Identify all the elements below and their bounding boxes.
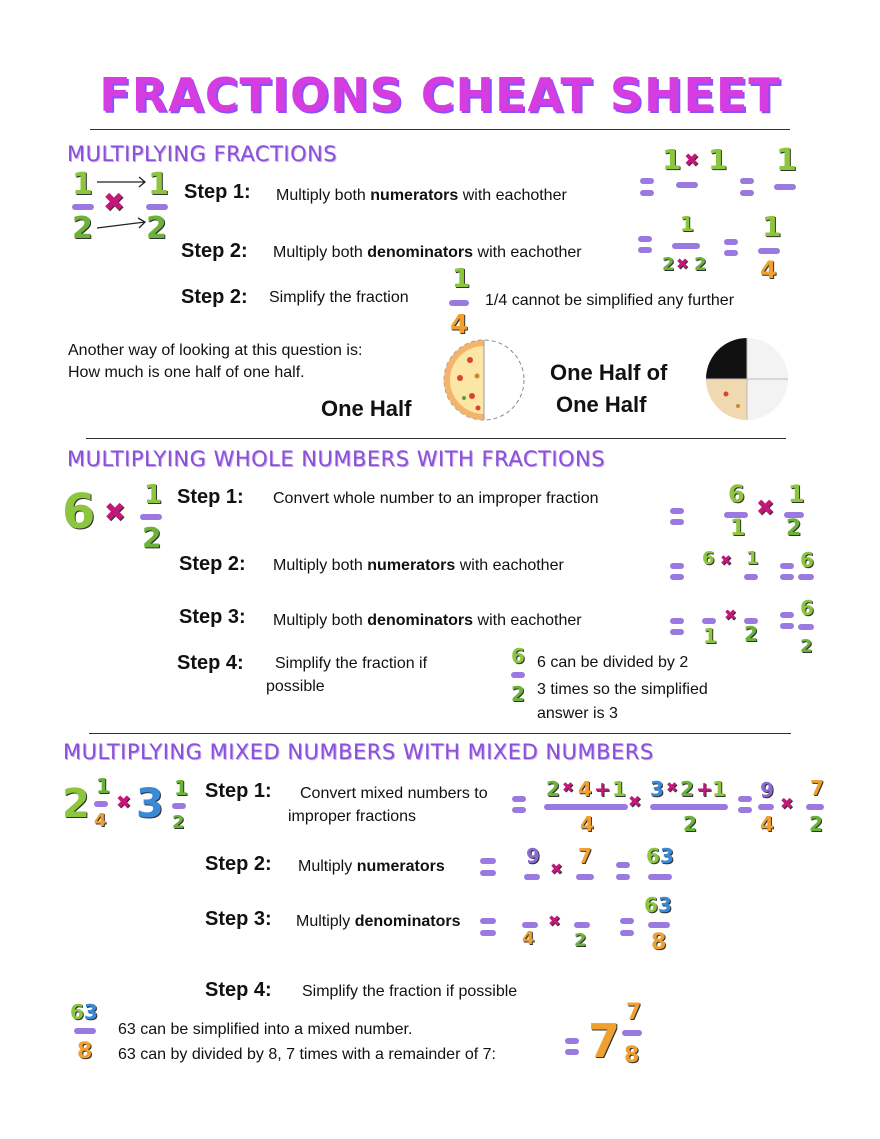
divider <box>90 129 790 130</box>
step-1-label: Step 1: <box>184 181 251 203</box>
simplify-note-2: 3 times so the simplified <box>537 681 708 698</box>
step-2-label: Step 2: <box>181 240 248 262</box>
step-1-text: Multiply both numerators with eachother <box>276 187 567 204</box>
pizza-half-image <box>443 339 525 421</box>
step-4-text-2: possible <box>266 678 325 695</box>
step-3-label: Step 3: <box>179 606 246 628</box>
step-4-label: Step 4: <box>177 652 244 674</box>
step-4-label: Step 4: <box>205 979 272 1001</box>
step-3-label: Step 2: <box>181 286 248 308</box>
one-half-label: One Half <box>321 396 412 421</box>
section-heading-whole-numbers: MULTIPLYING WHOLE NUMBERS WITH FRACTIONS <box>67 447 606 471</box>
pizza-quarter-image <box>706 338 788 420</box>
another-way-line-2: How much is one half of one half. <box>68 364 305 381</box>
final-note-2: 63 can by divided by 8, 7 times with a r… <box>118 1046 496 1063</box>
simplify-note-3: answer is 3 <box>537 705 618 722</box>
page-title: FRACTIONS CHEAT SHEET <box>99 68 781 122</box>
section-heading-multiplying-fractions: MULTIPLYING FRACTIONS <box>67 142 338 166</box>
step-2-text: Multiply both numerators with eachother <box>273 557 564 574</box>
half-of-half-line-2: One Half <box>556 392 647 417</box>
step-4-text-1: Simplify the fraction if <box>275 655 428 672</box>
step-1-text-1: Convert mixed numbers to <box>300 785 488 802</box>
half-of-half-line-1: One Half of <box>550 360 668 385</box>
another-way-line-1: Another way of looking at this question … <box>68 342 363 359</box>
step-3-text: Multiply both denominators with eachothe… <box>273 612 582 629</box>
step-1-label: Step 1: <box>177 486 244 508</box>
step-2-label: Step 2: <box>205 853 272 875</box>
step-3-label: Step 3: <box>205 908 272 930</box>
arrow-icon <box>96 176 147 229</box>
step-2-label: Step 2: <box>179 553 246 575</box>
divider <box>86 438 786 439</box>
step-1-label: Step 1: <box>205 780 272 802</box>
step-2-text: Multiply both denominators with eachothe… <box>273 244 582 261</box>
step-1-text-2: improper fractions <box>288 808 417 825</box>
divider <box>89 733 791 734</box>
step-3-text: Simplify the fraction <box>269 289 409 306</box>
final-note-1: 63 can be simplified into a mixed number… <box>118 1021 413 1038</box>
step-3-text: Multiply denominators <box>296 913 461 930</box>
simplify-note: 1/4 cannot be simplified any further <box>485 292 735 309</box>
step-2-text: Multiply numerators <box>298 858 445 875</box>
section-heading-mixed-numbers: MULTIPLYING MIXED NUMBERS WITH MIXED NUM… <box>63 740 654 764</box>
simplify-note-1: 6 can be divided by 2 <box>537 654 689 671</box>
step-4-text: Simplify the fraction if possible <box>302 983 518 1000</box>
step-1-text: Convert whole number to an improper frac… <box>273 490 599 507</box>
